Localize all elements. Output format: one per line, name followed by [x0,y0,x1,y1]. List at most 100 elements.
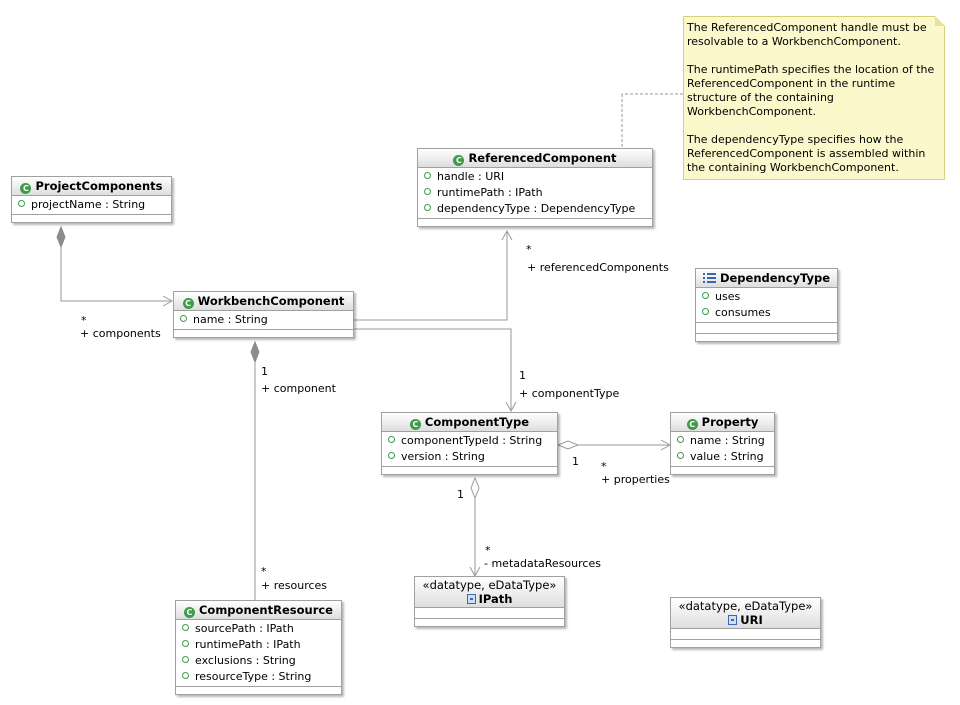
resources-composition-diamond [250,340,260,364]
class-header: «datatype, eDataType» IPath [415,577,564,608]
attribute-row[interactable]: runtimePath : IPath [418,185,652,201]
components-composition-diamond [56,225,66,249]
attribute-row[interactable]: exclusions : String [176,653,341,669]
attribute-row[interactable]: handle : URI [418,169,652,185]
attribute-text: value : String [690,450,764,463]
properties-multiplicity: * [601,460,607,473]
stereotype-label: «datatype, eDataType» [678,599,813,613]
enumeration-icon [702,273,716,283]
class-header: «datatype, eDataType» URI [671,598,820,629]
metadata-aggregation-diamond [470,476,480,500]
class-name: Property [701,415,759,429]
attribute-row[interactable]: componentTypeId : String [382,433,557,449]
componenttype-arrowhead [505,401,517,413]
properties-aggregation-diamond [556,440,580,450]
referenced-multiplicity: * [526,243,532,256]
component-role: + component [261,382,336,395]
resources-multiplicity: * [261,565,267,578]
properties-source-multiplicity: 1 [572,455,579,468]
class-name: ReferencedComponent [468,151,617,165]
stereotype-label: «datatype, eDataType» [422,578,557,592]
literal-row[interactable]: consumes [696,305,837,321]
referenced-arrowhead [501,229,513,241]
component-multiplicity: 1 [261,365,268,378]
class-name: ComponentResource [198,603,333,617]
public-attribute-icon [424,204,431,211]
class-name: ProjectComponents [35,179,163,193]
class-c-icon: C [453,155,465,166]
literal-text: uses [715,290,741,303]
note-paragraph-3: The dependencyType specifies how the Ref… [687,133,926,174]
class-c-icon: C [20,183,32,194]
properties-role: + properties [601,473,670,486]
attribute-row[interactable]: dependencyType : DependencyType [418,201,652,217]
note-paragraph-1: The ReferencedComponent handle must be r… [687,21,927,48]
public-attribute-icon [182,672,189,679]
attribute-row[interactable]: version : String [382,449,557,465]
attribute-row[interactable]: resourceType : String [176,669,341,685]
metadata-role: - metadataResources [484,557,601,570]
class-c-icon: C [182,298,194,309]
public-attribute-icon [180,315,187,322]
metadata-multiplicity: * [485,544,491,557]
public-attribute-icon [18,200,25,207]
attribute-text: sourcePath : IPath [195,622,294,635]
enum-dependencytype[interactable]: DependencyType uses consumes [695,268,838,342]
resources-role: + resources [261,579,328,592]
datatype-name: URI [740,613,763,627]
public-attribute-icon [424,188,431,195]
class-c-icon: C [409,419,421,430]
attribute-row[interactable]: runtimePath : IPath [176,637,341,653]
referenced-role: + referencedComponents [527,261,669,274]
literal-icon [702,308,709,315]
componenttype-association [353,328,512,411]
datatype-ipath[interactable]: «datatype, eDataType» IPath [414,576,565,627]
attribute-row[interactable]: projectName : String [12,197,171,213]
attribute-text: runtimePath : IPath [195,638,301,651]
attribute-row[interactable]: name : String [174,312,353,328]
literal-row[interactable]: uses [696,289,837,305]
public-attribute-icon [388,436,395,443]
class-header: DependencyType [696,269,837,288]
class-name: ComponentType [424,415,530,429]
metadata-source-multiplicity: 1 [457,488,464,501]
components-arrowhead [162,295,174,307]
attribute-text: handle : URI [437,170,505,183]
constraint-note: The ReferencedComponent handle must be r… [683,16,945,180]
attribute-text: projectName : String [31,198,146,211]
attribute-text: name : String [193,313,268,326]
components-multiplicity: * [81,314,87,327]
attribute-text: dependencyType : DependencyType [437,202,636,215]
referenced-association [353,231,508,321]
public-attribute-icon [182,624,189,631]
note-paragraph-2: The runtimePath specifies the location o… [687,63,935,118]
attribute-text: version : String [401,450,485,463]
attribute-row[interactable]: value : String [671,449,774,465]
attribute-text: exclusions : String [195,654,296,667]
attribute-row[interactable]: name : String [671,433,774,449]
components-role: + components [80,327,161,340]
public-attribute-icon [677,452,684,459]
componenttype-multiplicity: 1 [519,369,526,382]
attribute-text: componentTypeId : String [401,434,543,447]
class-name: WorkbenchComponent [197,294,345,308]
class-c-icon: C [686,419,698,430]
class-c-icon: C [183,607,195,618]
datatype-uri[interactable]: «datatype, eDataType» URI [670,597,821,648]
componenttype-role: + componentType [519,387,620,400]
enum-name: DependencyType [719,271,831,285]
attribute-row[interactable]: sourcePath : IPath [176,621,341,637]
attribute-text: runtimePath : IPath [437,186,543,199]
public-attribute-icon [388,452,395,459]
